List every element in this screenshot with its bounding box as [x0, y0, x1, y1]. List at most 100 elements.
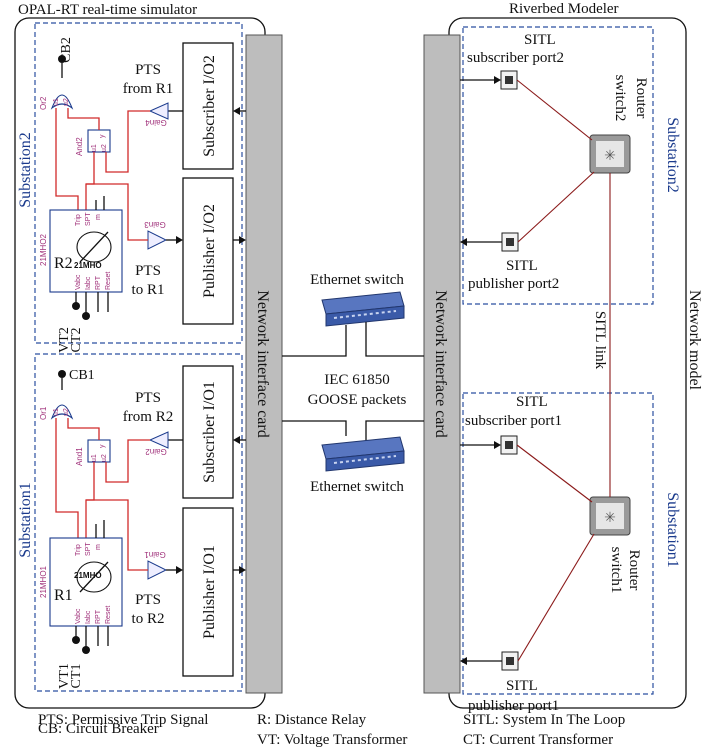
- r2-trip-port: Trip: [75, 214, 82, 226]
- r1-vabc-port: Vabc: [75, 608, 82, 624]
- arrowhead: [460, 238, 467, 246]
- sitl-pub2-a: SITL: [506, 258, 538, 274]
- r1-mho-side-label: 21MHO1: [39, 565, 48, 598]
- gain2-triangle: [148, 431, 169, 449]
- r1-iabc-port: Iabc: [85, 610, 92, 624]
- router1-to-pub-port1-link: [517, 533, 595, 662]
- arrowhead: [233, 436, 240, 444]
- r1-mho-label: 21MHO: [74, 571, 102, 580]
- legend: PTS: Permissive Trip Signal R: Distance …: [0, 712, 702, 748]
- pts-from-r1-b: from R1: [123, 81, 173, 97]
- pts-to-r2-a: PTS: [135, 592, 161, 608]
- sitl-sub2-a: SITL: [524, 32, 556, 48]
- spt-to-gain3-wire: [86, 183, 148, 241]
- router1-to-sub-port1-link: [516, 444, 593, 503]
- svg-text:✳: ✳: [604, 510, 616, 526]
- legend-cb: CB: Circuit Breaker: [38, 721, 159, 737]
- r2-rpt-port: RPT: [95, 275, 102, 290]
- legend-r-text: R: Distance Relay: [257, 712, 367, 728]
- opal-substation2-label: Substation2: [17, 132, 34, 208]
- router2-to-sub-port2-link: [516, 79, 593, 141]
- goose-line2: GOOSE packets: [308, 392, 407, 408]
- publisher-io1-label: Publisher I/O1: [201, 545, 218, 639]
- ct2-label: CT2: [69, 328, 84, 353]
- nic-to-switch-top-right: [365, 322, 424, 357]
- r1-spt-port: SPT: [85, 542, 92, 556]
- riverbed-title: Riverbed Modeler: [509, 1, 619, 17]
- or2-label: Or2: [39, 96, 48, 110]
- nic-riverbed: [423, 34, 461, 694]
- ethernet-switch-top-label: Ethernet switch: [310, 272, 404, 288]
- and1-u1: u1: [91, 454, 98, 462]
- riverbed-substation2-label: Substation2: [664, 117, 681, 193]
- and1-u2: u2: [101, 454, 108, 462]
- router2-to-pub-port2-link: [517, 171, 595, 243]
- legend-sitl-text: SITL: System In The Loop: [463, 712, 626, 728]
- publisher-io1-box: [182, 507, 234, 677]
- r2-mho-label: 21MHO: [74, 261, 102, 270]
- sitl-pub1-b: publisher port1: [468, 698, 559, 714]
- or1-gate: [50, 404, 74, 420]
- pts-to-r2-b: to R2: [132, 611, 165, 627]
- arrowhead: [460, 657, 467, 665]
- sitl-pub2-b: publisher port2: [468, 276, 559, 292]
- legend-pts-text: PTS: Permissive Trip Signal: [38, 712, 209, 728]
- or2-u1: u1: [53, 98, 60, 106]
- or1-u2: u2: [63, 408, 70, 416]
- pts-from-r2-a: PTS: [135, 390, 161, 406]
- cb1-dot: [58, 370, 66, 378]
- and2-to-or2-wire: [67, 108, 100, 130]
- gain3-triangle: [147, 230, 168, 250]
- trip-to-or2-wire: [55, 108, 79, 210]
- network-model-label: Network model: [686, 290, 702, 391]
- sitl-subscriber-port1-icon: [500, 435, 518, 455]
- cb2-label: CB2: [59, 37, 74, 63]
- ethernet-switch-bottom-label: Ethernet switch: [310, 479, 404, 495]
- router-switch1-icon: ✳: [589, 496, 631, 536]
- gain1-triangle: [147, 560, 168, 580]
- publisher-io2-box: [182, 177, 234, 325]
- gain4-to-and2-wire: [105, 110, 150, 173]
- ethernet-switch-top-icon: [321, 291, 405, 327]
- pts-from-r1-a: PTS: [135, 62, 161, 78]
- pts-from-r2-b: from R2: [123, 409, 173, 425]
- gain3-label: Gain3: [144, 220, 166, 229]
- legend-ct-text: CT: Current Transformer: [463, 732, 614, 748]
- ct1-label: CT1: [69, 664, 84, 689]
- r2-mho-side-label: 21MHO2: [39, 233, 48, 266]
- ct1-dot: [82, 646, 90, 654]
- r1-m-port: m: [95, 544, 102, 550]
- r1-label: R1: [54, 587, 73, 604]
- svg-text:✳: ✳: [604, 148, 616, 164]
- r1-reset-port: Reset: [105, 606, 112, 624]
- nic-opal: [245, 34, 283, 694]
- r2-label: R2: [54, 255, 73, 272]
- cb1-label: CB1: [69, 368, 95, 383]
- and2-u2: u2: [101, 144, 108, 152]
- cb2-dot: [58, 55, 66, 63]
- vt2-label: VT2: [57, 327, 72, 353]
- sitl-sub1-a: SITL: [516, 394, 548, 410]
- nic-to-switch-top-left: [282, 325, 347, 357]
- r2-m-port: m: [95, 214, 102, 220]
- router-switch2-b: switch2: [612, 75, 628, 122]
- sitl-link-label: SITL link: [592, 311, 608, 370]
- vt2-dot: [72, 302, 80, 310]
- router-switch1-a: Router: [626, 550, 642, 591]
- and1-y: y: [99, 444, 106, 448]
- r2-reset-port: Reset: [105, 272, 112, 290]
- and2-label: And2: [75, 137, 84, 156]
- publisher-io2-label: Publisher I/O2: [201, 204, 218, 298]
- arrowhead: [494, 441, 501, 449]
- arrowhead: [494, 76, 501, 84]
- sitl-publisher-port2-icon: [501, 232, 519, 252]
- riverbed-substation1-box: [462, 392, 654, 695]
- pts-to-r1-a: PTS: [135, 263, 161, 279]
- nic-opal-label: Network interface card: [254, 290, 271, 437]
- subscriber-io1-box: [182, 365, 234, 499]
- vt1-dot: [72, 636, 80, 644]
- gain2-label: Gain2: [145, 447, 167, 456]
- ct2-dot: [82, 312, 90, 320]
- r1-trip-port: Trip: [75, 544, 82, 556]
- r2-spt-port: SPT: [85, 212, 92, 226]
